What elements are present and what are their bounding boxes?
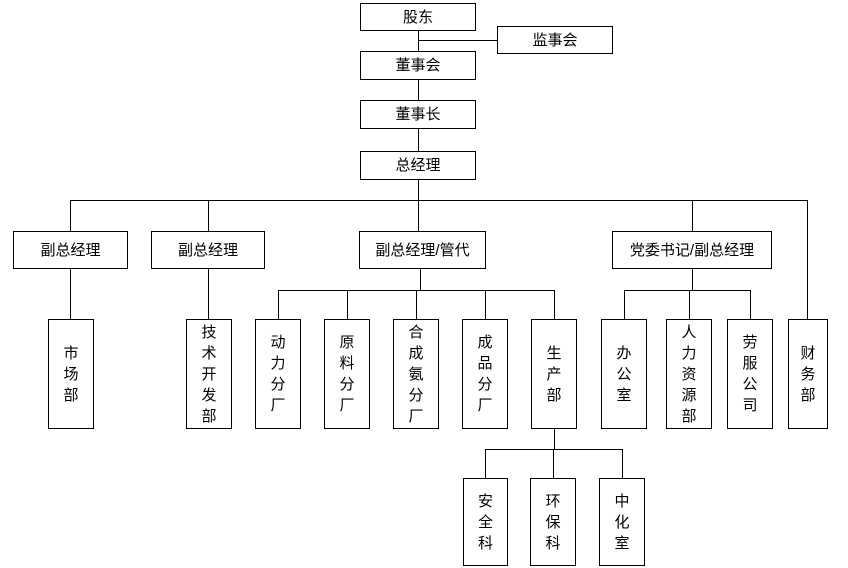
org-node-label: 副总经理 [40, 241, 101, 259]
org-node-general-manager: 总经理 [360, 151, 476, 180]
org-node-label: 办 公 室 [616, 344, 632, 404]
connector-drop-hr-dept [689, 290, 690, 319]
org-node-safety-section: 安 全 科 [463, 478, 508, 566]
org-node-deputy-gm-mgmt-rep: 副总经理/管代 [359, 231, 486, 269]
connector-mgmtrep-down [420, 269, 421, 290]
org-node-shareholders: 股东 [360, 3, 476, 31]
org-node-deputy-gm-1: 副总经理 [13, 231, 128, 269]
org-node-raw-material-branch: 原 料 分 厂 [324, 319, 370, 429]
org-node-label: 生 产 部 [546, 344, 562, 404]
org-node-label: 环 保 科 [545, 492, 561, 552]
connector-board-chairman [418, 80, 419, 100]
connector-gm-down [418, 180, 419, 200]
org-node-labor-service-company: 劳 服 公 司 [727, 319, 773, 429]
org-node-chairman: 董事长 [360, 100, 476, 129]
org-node-label: 党委书记/副总经理 [629, 241, 755, 259]
connector-supervisory-board-branch [418, 40, 497, 41]
org-node-label: 合 成 氨 分 厂 [408, 323, 424, 425]
org-node-power-branch: 动 力 分 厂 [255, 319, 301, 429]
org-node-finished-product-branch: 成 品 分 厂 [462, 319, 508, 429]
org-node-tech-dev-dept: 技 术 开 发 部 [186, 319, 232, 429]
connector-drop-central-chem-lab [622, 449, 623, 478]
connector-partysec-down [692, 269, 693, 290]
connector-drop-party-secretary [692, 200, 693, 231]
org-node-board-of-directors: 董事会 [360, 51, 476, 80]
org-node-label: 动 力 分 厂 [270, 334, 286, 414]
connector-production-down [554, 429, 555, 449]
org-node-label: 监事会 [532, 31, 578, 49]
org-node-label: 中 化 室 [614, 492, 630, 552]
connector-drop-environment-section [553, 449, 554, 478]
connector-drop-safety-section [485, 449, 486, 478]
org-node-label: 劳 服 公 司 [742, 334, 758, 414]
connector-chairman-gm [418, 129, 419, 151]
org-node-label: 股东 [402, 8, 433, 26]
connector-deputy2-techdev [208, 269, 209, 319]
org-node-label: 安 全 科 [477, 492, 493, 552]
connector-drop-finance-dept [807, 200, 808, 319]
connector-drop-deputy-gm-1 [70, 200, 71, 231]
org-node-environment-section: 环 保 科 [530, 478, 576, 566]
connector-drop-office [624, 290, 625, 319]
connector-drop-labor-service [750, 290, 751, 319]
connector-drop-production-dept [554, 290, 555, 319]
org-node-hr-dept: 人 力 资 源 部 [666, 319, 712, 429]
org-node-party-secretary-deputy-gm: 党委书记/副总经理 [612, 231, 772, 269]
connector-deputy1-marketing [70, 269, 71, 319]
connector-drop-power-branch [278, 290, 279, 319]
org-node-central-chem-lab: 中 化 室 [599, 478, 645, 566]
org-node-ammonia-branch: 合 成 氨 分 厂 [393, 319, 439, 429]
connector-drop-finished-product-branch [485, 290, 486, 319]
connector-drop-raw-material-branch [347, 290, 348, 319]
org-node-finance-dept: 财 务 部 [788, 319, 828, 429]
connector-drop-deputy-gm-mgmt-rep [418, 200, 419, 231]
org-node-label: 董事会 [395, 57, 441, 74]
org-node-office: 办 公 室 [601, 319, 647, 429]
org-node-label: 总经理 [395, 157, 441, 174]
org-node-label: 副总经理/管代 [375, 241, 470, 259]
connector-drop-ammonia-branch [416, 290, 417, 319]
org-node-label: 财 务 部 [800, 344, 816, 404]
org-node-label: 技 术 开 发 部 [201, 323, 217, 425]
org-node-label: 原 料 分 厂 [339, 334, 355, 414]
connector-main-rail [70, 200, 808, 201]
org-node-supervisory-board: 监事会 [497, 26, 613, 54]
connector-partysec-rail [624, 290, 750, 291]
org-node-label: 市 场 部 [63, 344, 79, 404]
org-node-label: 人 力 资 源 部 [681, 323, 697, 425]
org-node-label: 副总经理 [177, 241, 238, 259]
org-node-marketing-dept: 市 场 部 [48, 319, 94, 429]
org-node-label: 成 品 分 厂 [477, 334, 493, 414]
org-node-deputy-gm-2: 副总经理 [151, 231, 265, 269]
org-node-production-dept: 生 产 部 [531, 319, 577, 429]
connector-drop-deputy-gm-2 [208, 200, 209, 231]
org-node-label: 董事长 [395, 106, 441, 123]
